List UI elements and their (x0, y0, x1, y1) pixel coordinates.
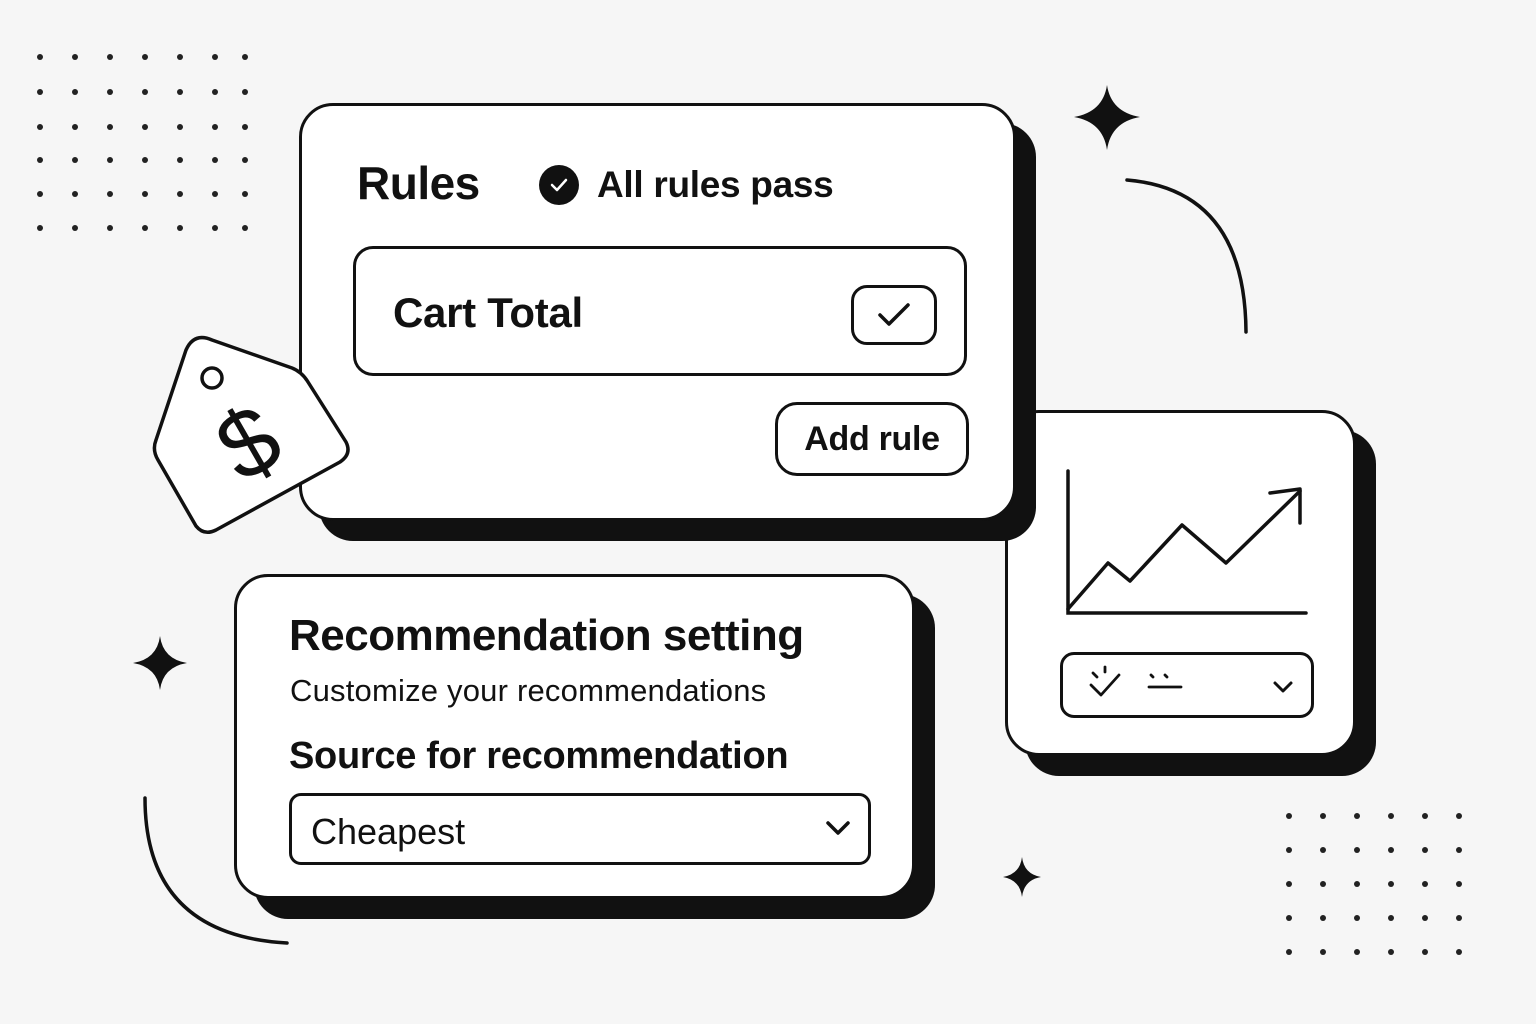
add-rule-button[interactable]: Add rule (775, 402, 969, 476)
source-label: Source for recommendation (289, 735, 789, 777)
trend-up-arrow-icon (1066, 469, 1308, 615)
dot-grid-bottom-right (1286, 813, 1462, 955)
rule-label: Cart Total (393, 289, 583, 336)
chart-filter-select[interactable] (1060, 652, 1314, 718)
rule-checkbox[interactable] (851, 285, 937, 345)
recommendation-subtitle: Customize your recommendations (290, 673, 767, 708)
chevron-down-icon (826, 821, 850, 835)
check-icon (878, 303, 910, 326)
rules-card: Rules All rules pass Cart Total Add rule (299, 103, 1016, 521)
placeholder-glyph-icon (1147, 673, 1183, 689)
source-select[interactable]: Cheapest (289, 793, 871, 865)
rule-row-cart-total[interactable]: Cart Total (353, 246, 967, 376)
sparkle-icon (133, 636, 187, 690)
source-select-value: Cheapest (311, 811, 466, 852)
sparkle-icon (1074, 85, 1140, 150)
sparkle-icon (1003, 857, 1041, 897)
chevron-down-icon (1273, 681, 1293, 693)
rules-title: Rules (357, 157, 480, 209)
dollar-price-tag-icon: $ (152, 335, 350, 534)
decorative-arc-bottom-left (143, 796, 289, 945)
check-circle-icon (539, 165, 579, 205)
recommendation-title: Recommendation setting (289, 611, 804, 660)
chart-card (1005, 410, 1356, 756)
status-text: All rules pass (597, 164, 834, 205)
recommendation-card: Recommendation setting Customize your re… (234, 574, 915, 899)
decorative-arc-top-right (1125, 178, 1248, 334)
dot-grid-top-left (37, 54, 248, 231)
rules-status: All rules pass (539, 164, 834, 206)
check-icon (1089, 665, 1121, 697)
